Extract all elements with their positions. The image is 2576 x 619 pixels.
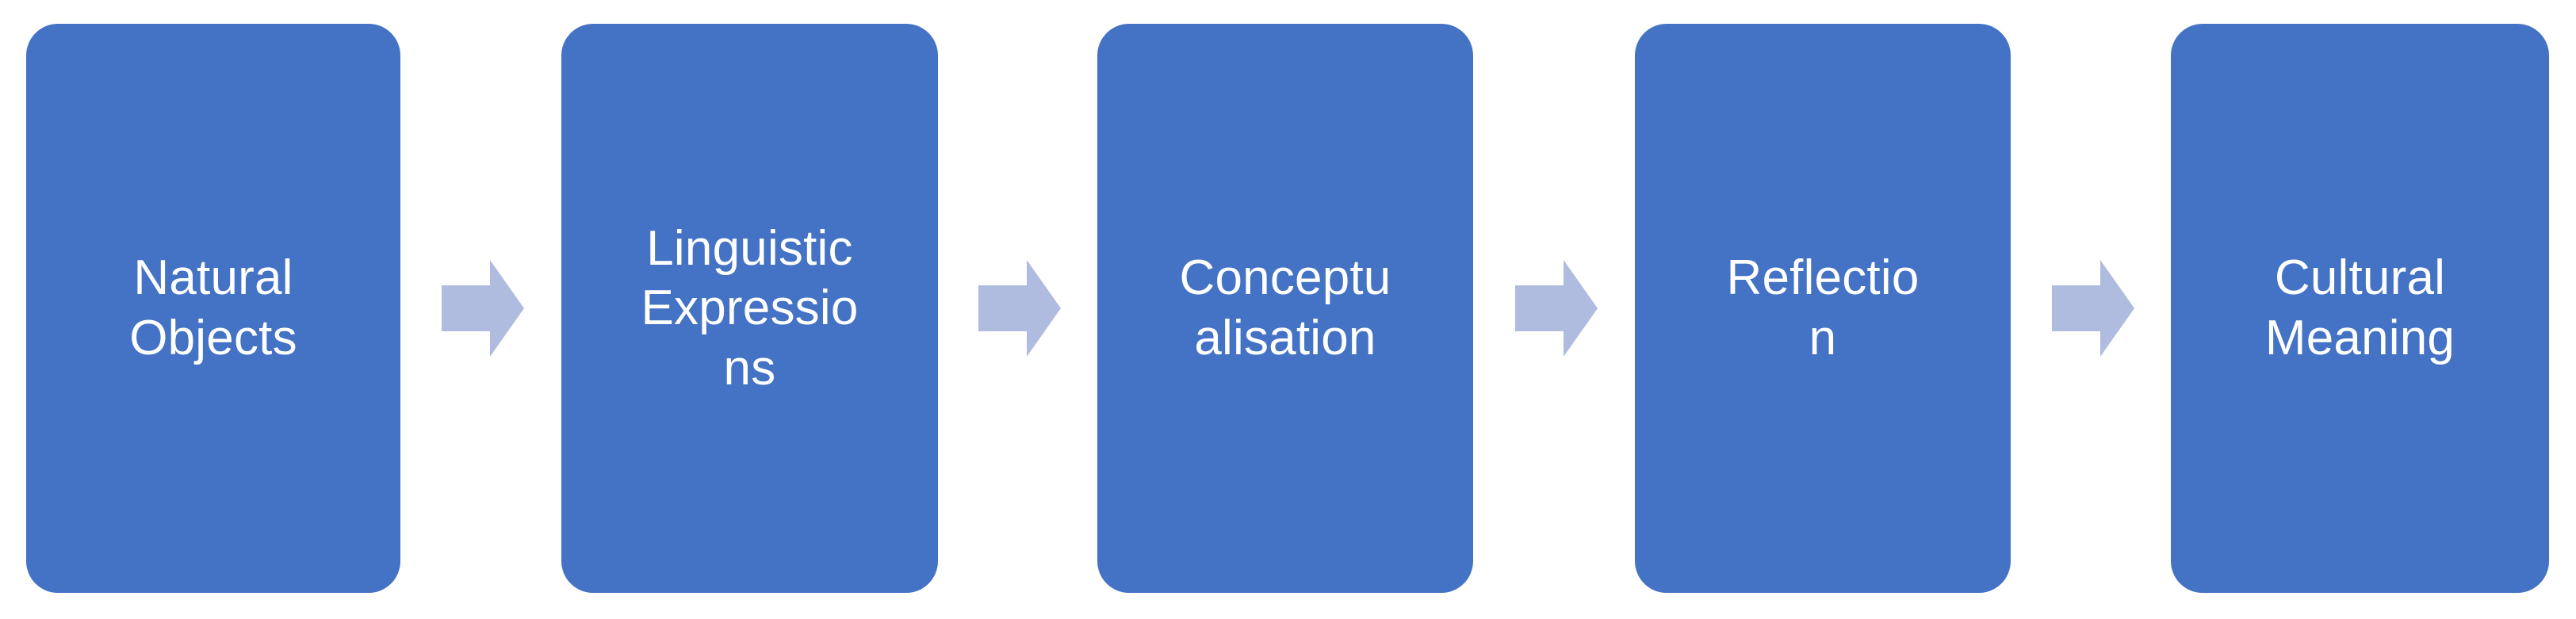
process-node-label: Conceptu alisation [1179,250,1391,365]
process-node-reflection[interactable]: Reflectio n [1635,24,2011,593]
process-node-label: Cultural Meaning [2264,250,2455,365]
right-block-arrow-icon [978,260,1061,357]
right-block-arrow-icon [2052,260,2134,357]
right-block-arrow-icon [1515,260,1598,357]
process-node-label: Linguistic Expressio ns [641,220,859,395]
process-node-label: Reflectio n [1726,250,1920,365]
process-node-linguistic-expressions[interactable]: Linguistic Expressio ns [561,24,938,593]
process-node-natural-objects[interactable]: Natural Objects [26,24,400,593]
process-node-cultural-meaning[interactable]: Cultural Meaning [2171,24,2549,593]
process-node-conceptualisation[interactable]: Conceptu alisation [1097,24,1473,593]
right-block-arrow-icon [442,260,524,357]
process-node-label: Natural Objects [129,250,297,365]
